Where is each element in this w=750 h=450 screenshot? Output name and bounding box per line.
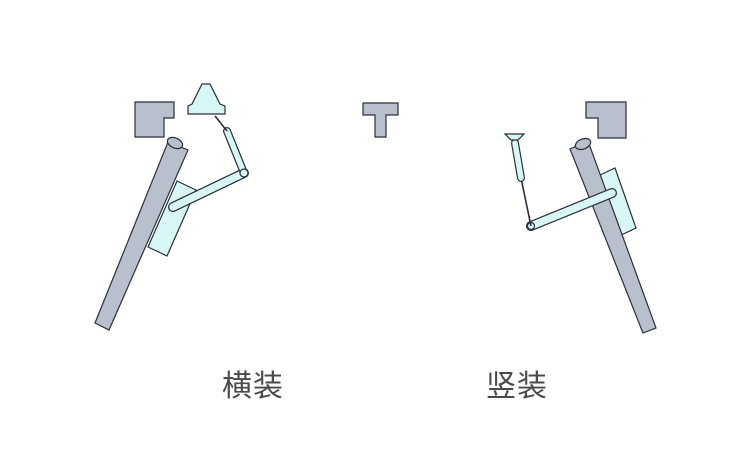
closer-forearm-right xyxy=(512,140,524,181)
center-t-block xyxy=(362,102,399,138)
caption-horizontal-mount: 横装 xyxy=(222,369,284,404)
mount-bracket-left xyxy=(187,83,226,115)
frame-block-right xyxy=(585,101,627,139)
closer-rod-left xyxy=(214,115,228,132)
vertical-mount-illustration xyxy=(503,101,657,334)
closer-arm-right xyxy=(527,189,616,230)
mount-bracket-right xyxy=(503,133,526,141)
frame-block-left xyxy=(134,101,175,138)
horizontal-mount-illustration xyxy=(94,83,249,331)
closer-forearm-left xyxy=(224,128,247,176)
closer-arm-left xyxy=(169,169,248,211)
door-hinge-left xyxy=(166,136,184,150)
closer-rod-right xyxy=(520,177,532,227)
door-hinge-right xyxy=(574,137,592,151)
arm-joint-left xyxy=(239,168,249,178)
caption-vertical-mount: 竖装 xyxy=(486,369,548,404)
